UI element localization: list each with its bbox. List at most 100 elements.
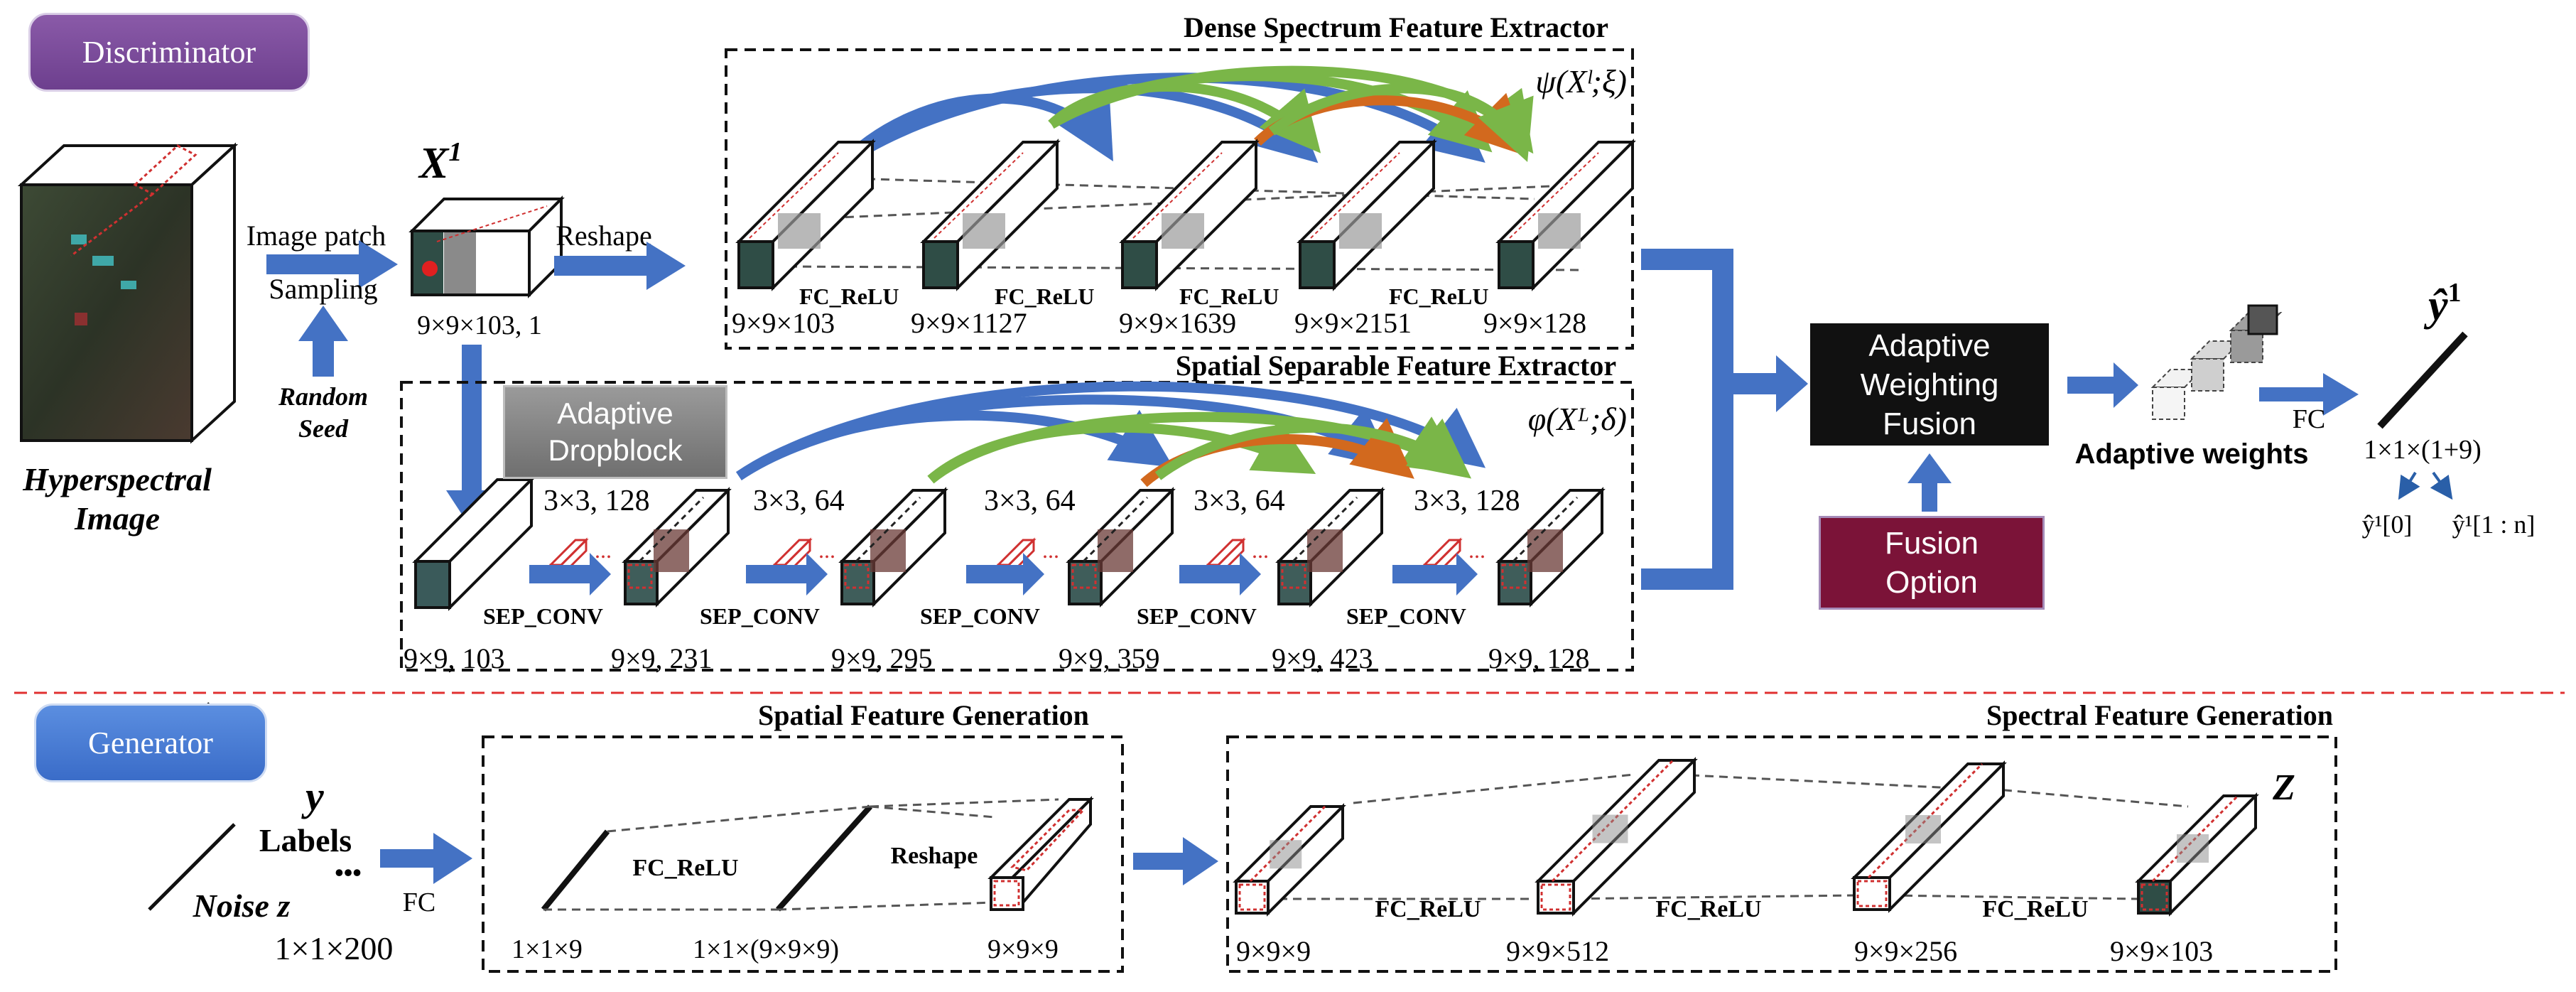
spatial-dim-4: 9×9, 359 <box>1059 642 1160 674</box>
kernel-label-3: 3×3, 64 <box>984 485 1076 517</box>
output-dims: 1×1×(1+9) <box>2364 435 2482 465</box>
adaptive-weighting-fusion-box: Adaptive Weighting Fusion <box>1810 323 2049 446</box>
dense-op-4: FC_ReLU <box>1389 284 1488 309</box>
sep-conv-arrow-3 <box>966 553 1044 595</box>
spectral-fc-relu-1: FC_ReLU <box>1375 896 1481 922</box>
dense-cube-2 <box>920 139 1061 291</box>
svg-text:...: ... <box>1468 537 1485 563</box>
svg-text:...: ... <box>1252 537 1269 563</box>
dense-title: Dense Spectrum Feature Extractor <box>1184 11 1608 43</box>
sampling-label: Sampling <box>269 273 377 305</box>
dense-cubes <box>735 139 1636 291</box>
dropblock-line-2: Dropblock <box>548 433 683 467</box>
generator-badge: Generator <box>34 703 267 782</box>
sg-links <box>543 798 1059 911</box>
spatial-cube-3 <box>1066 487 1176 608</box>
dense-func: ψ(Xˡ;ξ) <box>1535 63 1627 99</box>
hsi-label-2: Image <box>74 500 160 537</box>
spatial-input-cube <box>412 476 535 611</box>
sg-fc-relu: FC_ReLU <box>632 855 738 881</box>
spectral-cube-1 <box>1233 803 1346 917</box>
spatial-func: φ(Xᴸ;δ) <box>1528 401 1627 437</box>
gen-fc-label: FC <box>403 888 435 917</box>
y0-arrow <box>2398 471 2420 500</box>
dense-dim-5: 9×9×128 <box>1483 307 1586 339</box>
output-vector <box>2377 331 2468 429</box>
hyperspectral-cube <box>17 142 239 444</box>
reshape-arrow <box>554 242 686 290</box>
spatial-cubes: ............... <box>412 476 1606 611</box>
sg-cube <box>987 796 1094 911</box>
adaptive-weights-stack <box>2150 304 2283 420</box>
x1-cube <box>408 195 565 298</box>
spatial-title: Spatial Separable Feature Extractor <box>1176 350 1616 382</box>
spatial-dim-1: 9×9, 103 <box>404 642 505 674</box>
fusion-out-arrow <box>2067 362 2138 408</box>
fusion-line-2: Weighting <box>1860 367 1999 402</box>
spectral-dim-1: 9×9×9 <box>1236 935 1311 967</box>
sg-dim-1: 1×1×9 <box>512 934 583 964</box>
ellipsis: ••• <box>335 858 362 887</box>
spatial-dim-6: 9×9, 128 <box>1488 642 1590 674</box>
gen-y: y <box>301 773 324 819</box>
kernel-label-2: 3×3, 64 <box>753 485 845 517</box>
dense-op-2: FC_ReLU <box>995 284 1094 309</box>
spatial-dim-5: 9×9, 423 <box>1272 642 1373 674</box>
x1-down-arrow <box>446 345 497 529</box>
spatial-arcs <box>736 381 1486 487</box>
dense-dim-2: 9×9×1127 <box>911 307 1027 339</box>
kernel-label-5: 3×3, 128 <box>1414 485 1520 517</box>
sg-vector-2 <box>776 804 872 912</box>
option-line-1: Fusion <box>1884 526 1979 561</box>
dense-dim-4: 9×9×2151 <box>1294 307 1412 339</box>
spatial-cube-2 <box>838 487 948 608</box>
spectral-dim-2: 9×9×512 <box>1506 935 1609 967</box>
sep-conv-label-2: SEP_CONV <box>700 603 820 629</box>
y0-label: ŷ¹[0] <box>2362 510 2413 539</box>
noise-text: Noise z <box>193 888 291 924</box>
fusion-line-3: Fusion <box>1882 406 1977 441</box>
option-line-2: Option <box>1885 565 1978 600</box>
fusion-option-box: Fusion Option <box>1819 516 2045 610</box>
kernel-1: ... <box>548 537 612 578</box>
sg-reshape: Reshape <box>891 843 978 869</box>
dense-op-3: FC_ReLU <box>1179 284 1279 309</box>
dense-dim-3: 9×9×1639 <box>1119 307 1236 339</box>
output-y: ŷ1 <box>2423 278 2462 330</box>
noise-dims: 1×1×200 <box>275 930 394 966</box>
spatial-cube-4 <box>1275 487 1385 608</box>
spatial-dim-3: 9×9, 295 <box>831 642 933 674</box>
adaptive-dropblock-box: Adaptive Dropblock <box>503 385 727 479</box>
dense-box <box>725 48 1634 350</box>
sg-dim-2: 1×1×(9×9×9) <box>693 934 839 964</box>
spectral-z: Z <box>2272 767 2295 808</box>
spatial-cube-1 <box>622 487 732 608</box>
seed-label: Seed <box>298 414 349 443</box>
dense-cube-3 <box>1119 139 1260 291</box>
spatial-gen-box <box>482 735 1124 973</box>
fc-arrow <box>2259 373 2359 416</box>
dense-cube-1 <box>735 139 876 291</box>
sg-vector-1 <box>541 829 610 912</box>
spectral-cube-4 <box>2135 792 2259 917</box>
sep-conv-label-1: SEP_CONV <box>483 603 603 629</box>
spatial-dim-2: 9×9, 231 <box>611 642 713 674</box>
spectral-gen-title: Spectral Feature Generation <box>1986 699 2333 731</box>
seed-arrow <box>298 306 348 377</box>
merge-arrows <box>1641 249 1808 590</box>
spectral-gen-box <box>1226 735 2337 973</box>
dense-op-1: FC_ReLU <box>799 284 899 309</box>
noise-vector <box>148 823 236 911</box>
sep-conv-arrow-5 <box>1392 553 1478 595</box>
discriminator-badge: Discriminator <box>28 13 310 92</box>
fc-label: FC <box>2293 404 2325 434</box>
svg-text:...: ... <box>1042 537 1059 563</box>
x1-label: X1 <box>418 137 462 188</box>
spectral-dim-3: 9×9×256 <box>1854 935 1957 967</box>
sg-to-spectral-arrow <box>1133 837 1218 885</box>
spectral-fc-relu-2: FC_ReLU <box>1655 896 1761 922</box>
kernel-label-4: 3×3, 64 <box>1194 485 1285 517</box>
spatial-box <box>400 381 1634 672</box>
spectral-fc-relu-3: FC_ReLU <box>1982 896 2088 922</box>
